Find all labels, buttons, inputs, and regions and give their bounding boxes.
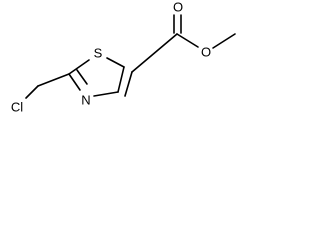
chemical-structure-canvas: Cl S N O O [0, 0, 248, 126]
ester-oxygen-atom: O [201, 45, 211, 60]
bond-ester-o-methyl [212, 33, 236, 49]
chlorine-atom: Cl [11, 100, 23, 115]
molecule-diagram: Cl S N O O [11, 0, 236, 115]
bond-cl-ch2 [25, 85, 39, 99]
bond-n-c2 [68, 73, 81, 91]
sulfur-atom: S [94, 46, 103, 61]
bond-c2-s [68, 59, 90, 75]
nitrogen-atom: N [81, 93, 90, 108]
bond-c5-c4-double [124, 71, 133, 97]
bond-ch2-c2 [37, 73, 70, 87]
bond-c5-c4 [117, 66, 125, 93]
bond-carbonyl-ester-o [176, 33, 199, 48]
bond-c4-n [93, 91, 119, 97]
bond-n-c2-double [76, 69, 88, 85]
bond-s-c5 [106, 57, 125, 68]
carbonyl-oxygen-atom: O [173, 0, 183, 15]
bond-c5-carbonyl [131, 33, 178, 73]
